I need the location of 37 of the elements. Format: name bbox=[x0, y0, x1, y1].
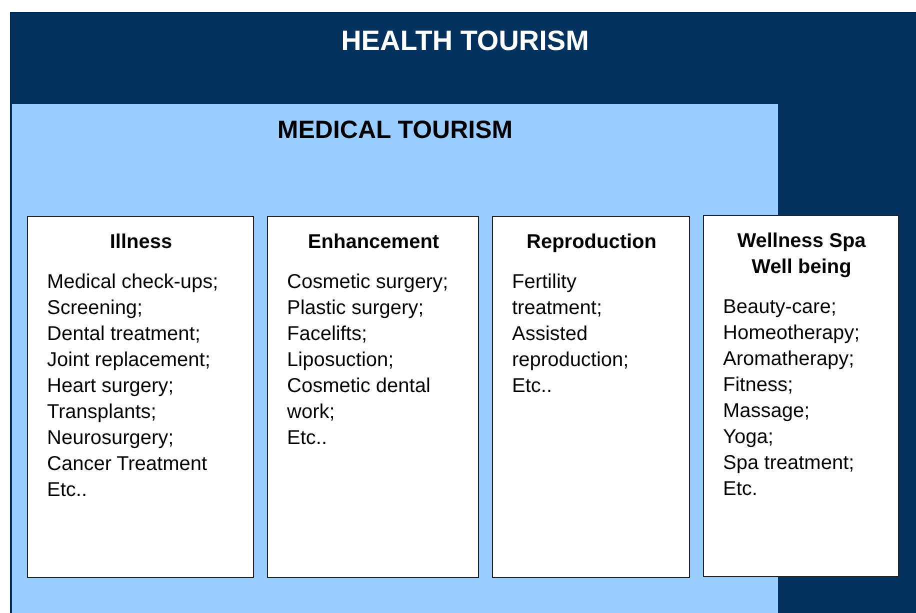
list-item: Plastic surgery; bbox=[287, 296, 425, 321]
card-heading: Illness bbox=[108, 230, 174, 255]
list-item: Cosmetic dental work; bbox=[287, 374, 432, 425]
category-panel bbox=[10, 12, 916, 613]
category-card bbox=[492, 216, 690, 578]
list-item: Etc.. bbox=[512, 374, 554, 399]
list-item: Etc. bbox=[723, 477, 758, 502]
list-item: Cosmetic surgery; bbox=[287, 270, 450, 295]
list-item: Fertility treatment; bbox=[512, 270, 604, 321]
list-item: Etc.. bbox=[47, 478, 88, 503]
list-item: Heart surgery; bbox=[47, 374, 175, 399]
list-item: Assisted reproduction; bbox=[512, 322, 630, 373]
list-item: Medical check-ups; bbox=[47, 270, 220, 295]
list-item: Massage; bbox=[723, 399, 811, 424]
list-item: Screening; bbox=[47, 296, 144, 321]
list-item: Facelifts; bbox=[287, 322, 368, 347]
list-item: Etc.. bbox=[287, 426, 328, 451]
category-card bbox=[703, 215, 899, 577]
list-item: Homeotherapy; bbox=[723, 321, 861, 346]
category-card bbox=[27, 216, 254, 578]
list-item: Spa treatment; bbox=[723, 451, 856, 476]
list-item: Dental treatment; bbox=[47, 322, 202, 347]
list-item: Neurosurgery; bbox=[47, 426, 175, 451]
card-heading: Wellness Spa Well being bbox=[736, 229, 867, 280]
list-item: Aromatherapy; bbox=[723, 347, 856, 372]
list-item: Beauty-care; bbox=[723, 295, 838, 320]
panel-title: HEALTH TOURISM bbox=[340, 25, 590, 57]
list-item: Liposuction; bbox=[287, 348, 395, 373]
category-card bbox=[267, 216, 479, 578]
list-item: Yoga; bbox=[723, 425, 774, 450]
card-heading: Reproduction bbox=[526, 230, 658, 255]
list-item: Transplants; bbox=[47, 400, 158, 425]
card-heading: Enhancement bbox=[306, 230, 440, 255]
list-item: Cancer Treatment bbox=[47, 452, 208, 477]
list-item: Joint replacement; bbox=[47, 348, 212, 373]
panel-title: MEDICAL TOURISM bbox=[276, 116, 514, 145]
list-item: Fitness; bbox=[723, 373, 794, 398]
